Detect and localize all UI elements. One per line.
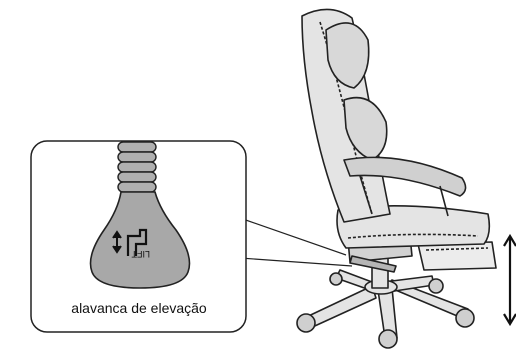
callout-leader-lines (239, 217, 353, 267)
height-adjust-arrow-icon (503, 233, 516, 327)
lever-lift-text: LIFT (131, 249, 150, 259)
headrest-pillow (325, 22, 370, 89)
chair-lift-lever (349, 255, 397, 273)
lever-coil-shaft (117, 141, 157, 193)
chair-base (299, 269, 469, 339)
callout-label: alavanca de elevação (71, 300, 207, 316)
lumbar-pillow (343, 96, 388, 161)
lever-paddle (89, 191, 191, 289)
lift-lever-icon (112, 228, 148, 256)
armrest (343, 156, 467, 197)
office-chair (296, 8, 497, 349)
chair-casters (296, 272, 475, 349)
